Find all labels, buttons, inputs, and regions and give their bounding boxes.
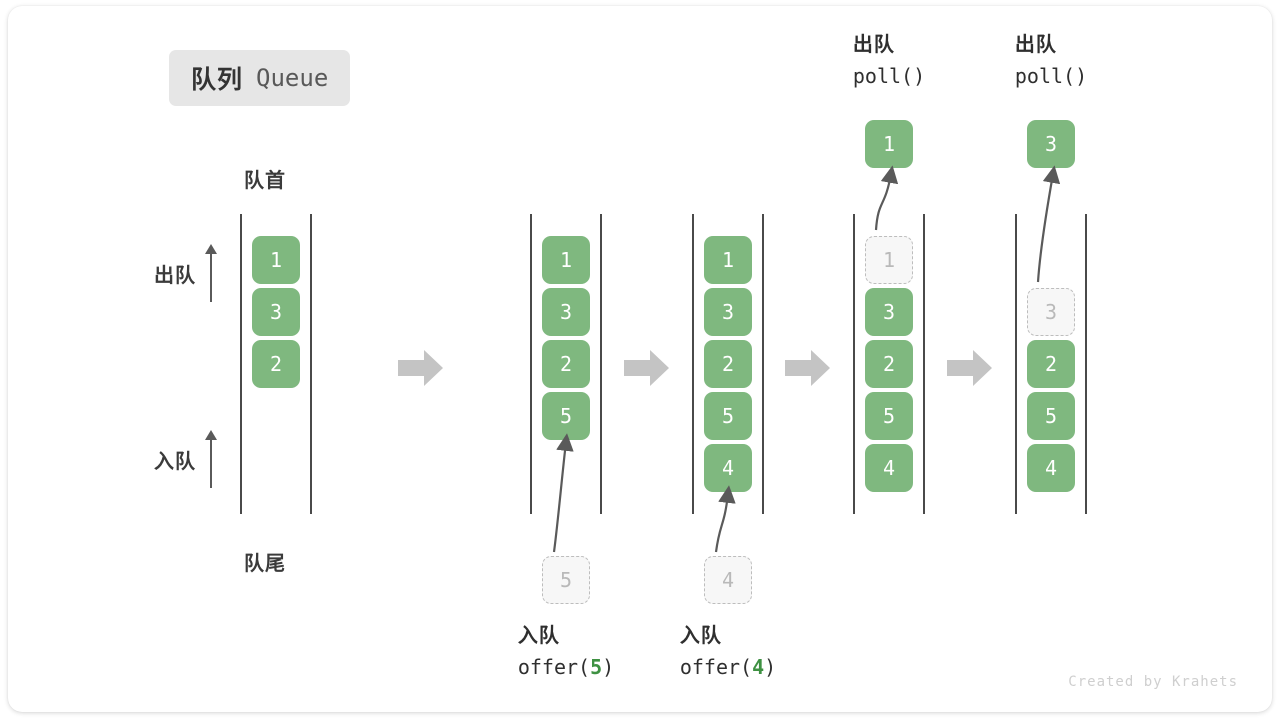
queue-cell-ghost: 1	[865, 236, 913, 284]
caption-code: poll()	[853, 60, 925, 92]
caption-code: offer(4)	[680, 651, 776, 683]
queue-rails	[663, 214, 793, 514]
operation-caption-bottom: 入队 offer(5)	[518, 621, 614, 683]
code-argument: 5	[590, 655, 603, 679]
queue-cell: 5	[1027, 392, 1075, 440]
queue-rails	[824, 214, 954, 514]
queue-rail-left	[530, 214, 532, 514]
queue-rail-right	[600, 214, 602, 514]
queue-cell: 5	[704, 392, 752, 440]
queue-cell: 1	[704, 236, 752, 284]
code-call: poll(	[1014, 64, 1076, 88]
queue-rail-right	[923, 214, 925, 514]
queue-cell: 2	[865, 340, 913, 388]
caption-cn: 出队	[852, 34, 895, 56]
step-arrow-4	[947, 348, 993, 388]
credit-text: Created by Krahets	[1068, 674, 1238, 690]
queue-cell: 2	[1027, 340, 1075, 388]
dequeue-label-text: 出队	[154, 264, 196, 287]
queue-rail-right	[310, 214, 312, 514]
incoming-element-ghost: 4	[704, 556, 752, 604]
operation-caption-top: 出队 poll()	[853, 30, 925, 92]
code-paren: )	[1075, 64, 1088, 88]
operation-caption-bottom: 入队 offer(4)	[680, 621, 776, 683]
queue-cell: 3	[252, 288, 300, 336]
queue-cell: 2	[704, 340, 752, 388]
up-arrow-icon	[205, 430, 217, 488]
queue-cell-ghost: 3	[1027, 288, 1075, 336]
enqueue-label-text: 入队	[154, 450, 196, 473]
caption-code: poll()	[1015, 60, 1087, 92]
code-call: poll(	[852, 64, 914, 88]
code-call: offer(	[517, 655, 591, 679]
queue-rail-left	[692, 214, 694, 514]
caption-code: offer(5)	[518, 651, 614, 683]
queue-cell: 5	[542, 392, 590, 440]
title-badge: 队列 Queue	[169, 50, 351, 106]
title-cn: 队列	[191, 66, 244, 94]
code-paren: )	[913, 64, 926, 88]
queue-cell: 4	[704, 444, 752, 492]
queue-rail-left	[1015, 214, 1017, 514]
queue-rails	[986, 214, 1116, 514]
queue-cell: 3	[542, 288, 590, 336]
queue-cell: 3	[704, 288, 752, 336]
queue-rail-right	[762, 214, 764, 514]
code-paren: )	[764, 655, 777, 679]
queue-rails	[501, 214, 631, 514]
queue-head-label: 队首	[244, 170, 286, 192]
queue-rail-right	[1085, 214, 1087, 514]
queue-rail-left	[240, 214, 242, 514]
queue-rail-left	[853, 214, 855, 514]
caption-cn: 出队	[1014, 34, 1057, 56]
step-arrow-2	[624, 348, 670, 388]
polled-element: 3	[1027, 120, 1075, 168]
queue-cell: 1	[252, 236, 300, 284]
queue-cell: 2	[252, 340, 300, 388]
queue-rails	[211, 214, 341, 514]
queue-cell: 3	[865, 288, 913, 336]
step-arrow-3	[785, 348, 831, 388]
code-paren: )	[602, 655, 615, 679]
queue-cell: 5	[865, 392, 913, 440]
polled-element: 1	[865, 120, 913, 168]
queue-cell: 4	[1027, 444, 1075, 492]
queue-cell: 2	[542, 340, 590, 388]
code-call: offer(	[679, 655, 753, 679]
step-arrow-1	[398, 348, 444, 388]
enqueue-direction-label: 入队	[154, 430, 217, 488]
title-en: Queue	[256, 64, 329, 92]
up-arrow-icon	[205, 244, 217, 302]
incoming-element-ghost: 5	[542, 556, 590, 604]
caption-cn: 入队	[679, 625, 722, 647]
caption-cn: 入队	[517, 625, 560, 647]
queue-tail-label: 队尾	[244, 553, 286, 575]
dequeue-direction-label: 出队	[154, 244, 217, 302]
operation-caption-top: 出队 poll()	[1015, 30, 1087, 92]
queue-cell: 4	[865, 444, 913, 492]
code-argument: 4	[752, 655, 765, 679]
queue-cell: 1	[542, 236, 590, 284]
